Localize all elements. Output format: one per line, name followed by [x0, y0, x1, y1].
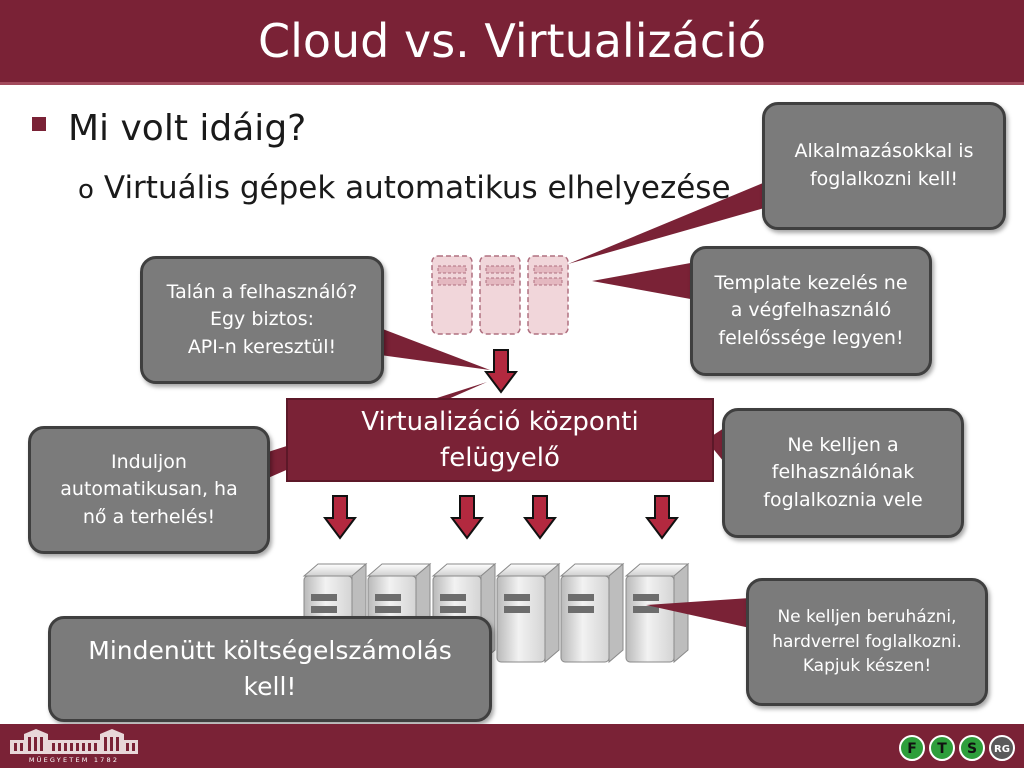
server-icon — [624, 562, 690, 664]
badge-rg: RG — [994, 744, 1010, 755]
virtual-machine-icon — [479, 255, 521, 335]
callout-pointer — [646, 598, 750, 628]
server-icon — [559, 562, 625, 664]
slide-title: Cloud vs. Virtualizáció — [257, 14, 767, 68]
callout-billing: Mindenütt költségelszámolás kell! — [48, 616, 492, 722]
callout-auto-start: Induljon automatikusan, ha nő a terhelés… — [28, 426, 270, 554]
arrow-down-icon — [323, 495, 357, 540]
callout-no-user-effort: Ne kelljen a felhasználónak foglalkoznia… — [722, 408, 964, 538]
bullet-level1-text: Mi volt idáig? — [68, 108, 307, 149]
badge-t: T — [937, 741, 947, 757]
lab-badges: F T S RG — [899, 735, 1015, 761]
callout-template: Template kezelés ne a végfelhasználó fel… — [690, 246, 932, 376]
callout-pointer — [706, 428, 724, 462]
badge-f: F — [907, 741, 917, 757]
bullet-level2-text: Virtuális gépek automatikus elhelyezése — [103, 170, 731, 206]
virtualization-manager-box: Virtualizáció központi felügyelő — [286, 398, 714, 482]
callout-user-api: Talán a felhasználó? Egy biztos: API-n k… — [140, 256, 384, 384]
virtualization-manager-label: Virtualizáció központi felügyelő — [361, 406, 639, 473]
callout-pointer — [380, 328, 490, 370]
virtual-machine-icon — [431, 255, 473, 335]
footer-bar — [0, 724, 1024, 768]
bullet-level2: o Virtuális gépek automatikus elhelyezése — [78, 170, 731, 206]
virtual-machine-icon — [527, 255, 569, 335]
square-bullet-icon — [32, 117, 46, 131]
bullet-level1: Mi volt idáig? — [32, 108, 306, 149]
arrow-down-icon — [523, 495, 557, 540]
title-bar — [0, 0, 1024, 85]
callout-applications-text: Alkalmazásokkal is foglalkozni kell! — [794, 140, 974, 190]
callout-billing-text: Mindenütt költségelszámolás kell! — [88, 635, 452, 701]
arrow-down-icon — [450, 495, 484, 540]
callout-no-user-effort-text: Ne kelljen a felhasználónak foglalkoznia… — [763, 433, 923, 511]
callout-pointer — [568, 178, 775, 264]
server-icon — [495, 562, 561, 664]
callout-auto-start-text: Induljon automatikusan, ha nő a terhelés… — [60, 450, 238, 528]
callout-pointer — [592, 262, 696, 300]
university-logo-caption: MŰEGYETEM 1782 — [29, 755, 119, 764]
arrow-down-icon — [645, 495, 679, 540]
callout-template-text: Template kezelés ne a végfelhasználó fel… — [714, 271, 908, 349]
callout-hardware: Ne kelljen beruházni, hardverrel foglalk… — [746, 578, 988, 706]
arrow-down-icon — [484, 349, 518, 394]
callout-hardware-text: Ne kelljen beruházni, hardverrel foglalk… — [772, 607, 962, 677]
circle-bullet-icon: o — [78, 175, 94, 205]
university-logo: MŰEGYETEM 1782 — [6, 728, 142, 764]
badge-s: S — [967, 741, 977, 757]
callout-applications: Alkalmazásokkal is foglalkozni kell! — [762, 102, 1006, 230]
callout-user-api-text: Talán a felhasználó? Egy biztos: API-n k… — [166, 280, 358, 358]
